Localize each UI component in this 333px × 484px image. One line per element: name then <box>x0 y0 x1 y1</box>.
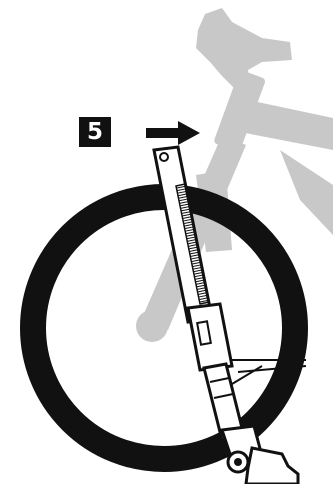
ghost-hub <box>136 310 168 342</box>
right-arrow-icon <box>146 121 200 145</box>
fork-clamp <box>188 304 232 370</box>
top-tube <box>240 100 333 150</box>
fork-crown-bolt <box>160 153 168 161</box>
axle-clamp-block <box>246 448 298 484</box>
ghost-rear-stay <box>280 150 333 235</box>
